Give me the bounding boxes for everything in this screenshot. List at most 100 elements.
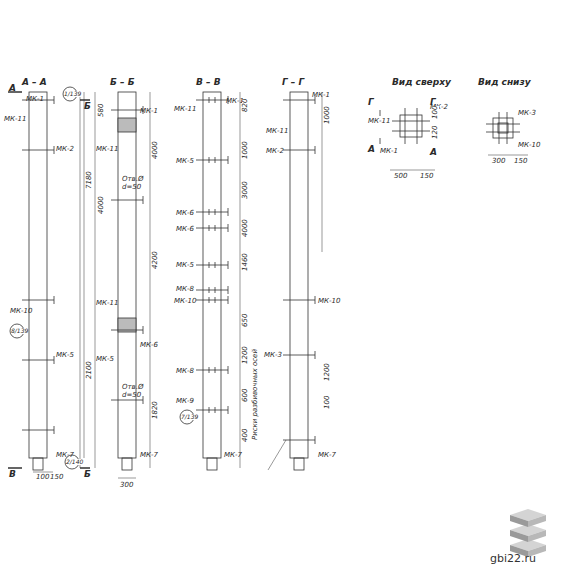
- embedded-part: [283, 100, 315, 101]
- drawing-label: 1200: [242, 346, 249, 364]
- drawing-label: 100: [324, 395, 331, 408]
- section-mark: [8, 92, 90, 468]
- embedded-part: [196, 290, 228, 291]
- drawing-label: 1000: [324, 106, 331, 124]
- drawing-label: 150: [50, 474, 63, 481]
- drawing-label: Б: [84, 470, 91, 479]
- drawing-label: МК-2: [56, 146, 74, 153]
- drawing-label: МК-11: [4, 116, 26, 123]
- drawing-label: d=50: [122, 392, 141, 399]
- callout-number: 1/139: [64, 91, 81, 97]
- drawing-label: 1200: [324, 363, 331, 381]
- embedded-part: [228, 296, 229, 304]
- drawing-label: МК-11: [266, 128, 288, 135]
- drawing-label: МК-8: [176, 368, 194, 375]
- drawing-label: МК-11: [96, 300, 118, 307]
- drawing-label: 100: [36, 474, 49, 481]
- embedded-part: [228, 156, 229, 164]
- drawing-label: 150: [420, 173, 433, 180]
- embedded-part: [196, 370, 228, 371]
- drawing-label: 300: [492, 158, 505, 165]
- drawing-label: gbi22.ru: [490, 553, 536, 564]
- drawing-label: МК-3: [264, 352, 282, 359]
- drawing-label: МК-6: [140, 342, 158, 349]
- embedded-part: [54, 426, 55, 434]
- drawing-label: МК-2: [266, 148, 284, 155]
- drawing-label: 1820: [152, 401, 159, 419]
- embedded-part: [196, 410, 228, 411]
- drawing-label: Б – Б: [110, 78, 135, 87]
- dimension-line: [488, 155, 528, 156]
- column-stub: [33, 458, 43, 470]
- drawing-label: 820: [242, 98, 249, 111]
- leader-line: [268, 440, 286, 470]
- drawing-label: В – В: [196, 78, 221, 87]
- embedded-part: [111, 200, 143, 201]
- drawing-label: МК-11: [368, 118, 390, 125]
- drawing-label: 4200: [152, 251, 159, 269]
- drawing-label: 150: [514, 158, 527, 165]
- plan-bars: [486, 112, 520, 144]
- drawing-label: МК-7: [140, 452, 158, 459]
- plan-view: [493, 118, 513, 138]
- drawing-label: 400: [242, 428, 249, 441]
- drawing-label: 1000: [242, 141, 249, 159]
- drawing-label: МК-11: [96, 146, 118, 153]
- callout-number: 8/139: [11, 328, 28, 334]
- column-stub: [207, 458, 217, 470]
- embedded-part: [209, 209, 210, 215]
- drawing-label: МК-1: [26, 96, 44, 103]
- drawing-label: 580: [98, 103, 105, 116]
- column-body: [29, 92, 47, 458]
- embedded-part: [209, 157, 210, 163]
- drawing-label: Г: [430, 98, 436, 107]
- embedded-part: [215, 367, 216, 373]
- drawing-label: МК-3: [518, 110, 536, 117]
- embedded-part: [283, 355, 315, 356]
- embedded-part: [54, 296, 55, 304]
- embedded-part: [196, 100, 228, 101]
- embedded-part: [283, 150, 315, 151]
- drawing-label: 4000: [152, 141, 159, 159]
- embedded-part: [209, 297, 210, 303]
- drawing-label: МК-5: [56, 352, 74, 359]
- drawing-label: МК-6: [176, 210, 194, 217]
- embedded-part: [283, 440, 315, 441]
- drawing-label: МК-10: [10, 308, 32, 315]
- drawing-label: МК-8: [176, 286, 194, 293]
- drawing-label: МК-5: [96, 356, 114, 363]
- drawing-label: А – А: [22, 78, 47, 87]
- embedded-part: [196, 160, 228, 161]
- embedded-part: [143, 326, 144, 334]
- embedded-part: [215, 407, 216, 413]
- column-body: [290, 92, 308, 458]
- embedded-plate: [118, 118, 136, 132]
- embedded-part: [143, 396, 144, 404]
- embedded-part: [22, 150, 54, 151]
- column-body: [118, 92, 136, 458]
- embedded-parts: [22, 96, 315, 444]
- embedded-part: [54, 96, 55, 104]
- embedded-part: [228, 286, 229, 294]
- embedded-part: [111, 330, 143, 331]
- embedded-part: [215, 225, 216, 231]
- embedded-part: [196, 265, 228, 266]
- drawing-label: МК-9: [176, 398, 194, 405]
- column-body: [203, 92, 221, 458]
- embedded-part: [209, 262, 210, 268]
- drawing-label: МК-10: [318, 298, 340, 305]
- plan-view: [498, 123, 508, 133]
- drawing-label: Вид сверху: [392, 78, 451, 87]
- drawing-label: МК-1: [380, 148, 398, 155]
- dimension-line: [150, 92, 322, 468]
- embedded-part: [315, 146, 316, 154]
- drawing-label: МК-10: [174, 298, 196, 305]
- drawing-label: МК-10: [518, 142, 540, 149]
- drawing-label: d=50: [122, 184, 141, 191]
- embedded-part: [196, 300, 228, 301]
- embedded-part: [283, 300, 315, 301]
- embedded-part: [209, 407, 210, 413]
- drawing-label: 4000: [242, 219, 249, 237]
- drawing-label: МК-7: [318, 452, 336, 459]
- drawing-label: МК-5: [176, 262, 194, 269]
